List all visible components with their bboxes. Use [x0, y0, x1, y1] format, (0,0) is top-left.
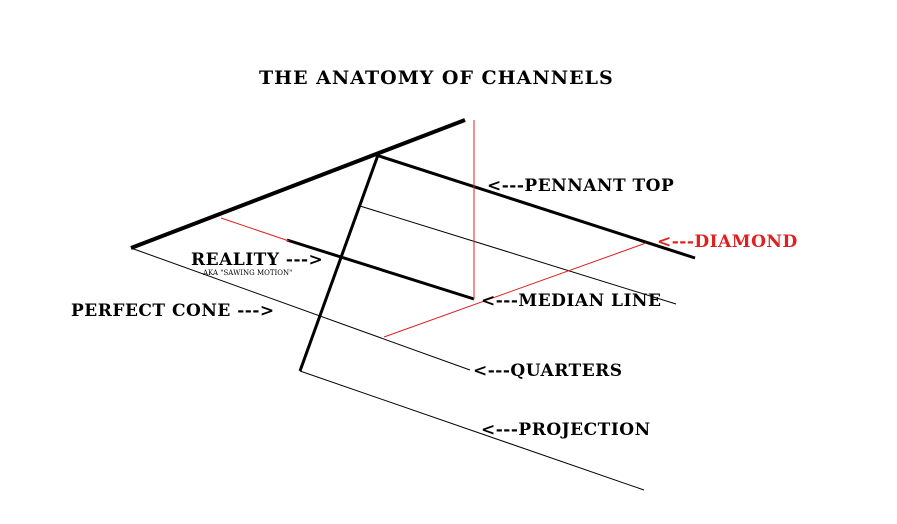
page-title: THE ANATOMY OF CHANNELS	[259, 67, 614, 89]
label-diamond: <---DIAMOND	[657, 232, 798, 252]
projection-line	[299, 370, 645, 491]
quarter-upper-line	[359, 205, 677, 305]
pennant-top-line	[375, 153, 696, 260]
label-projection: <---PROJECTION	[481, 420, 651, 440]
label-reality-sub: AKA "SAWING MOTION"	[203, 269, 293, 277]
label-reality: REALITY --->	[191, 250, 324, 270]
median-line	[286, 238, 475, 301]
diamond-red-line	[383, 242, 647, 338]
label-quarters: <---QUARTERS	[473, 361, 623, 381]
reality-red-line	[220, 217, 290, 242]
label-median-line: <---MEDIAN LINE	[481, 291, 662, 311]
quarters-line	[130, 247, 471, 371]
label-pennant-top: <---PENNANT TOP	[487, 176, 675, 196]
label-perfect-cone: PERFECT CONE --->	[71, 301, 275, 321]
pitchfork-handle-line	[298, 154, 380, 372]
upper-trend-line	[130, 118, 466, 250]
